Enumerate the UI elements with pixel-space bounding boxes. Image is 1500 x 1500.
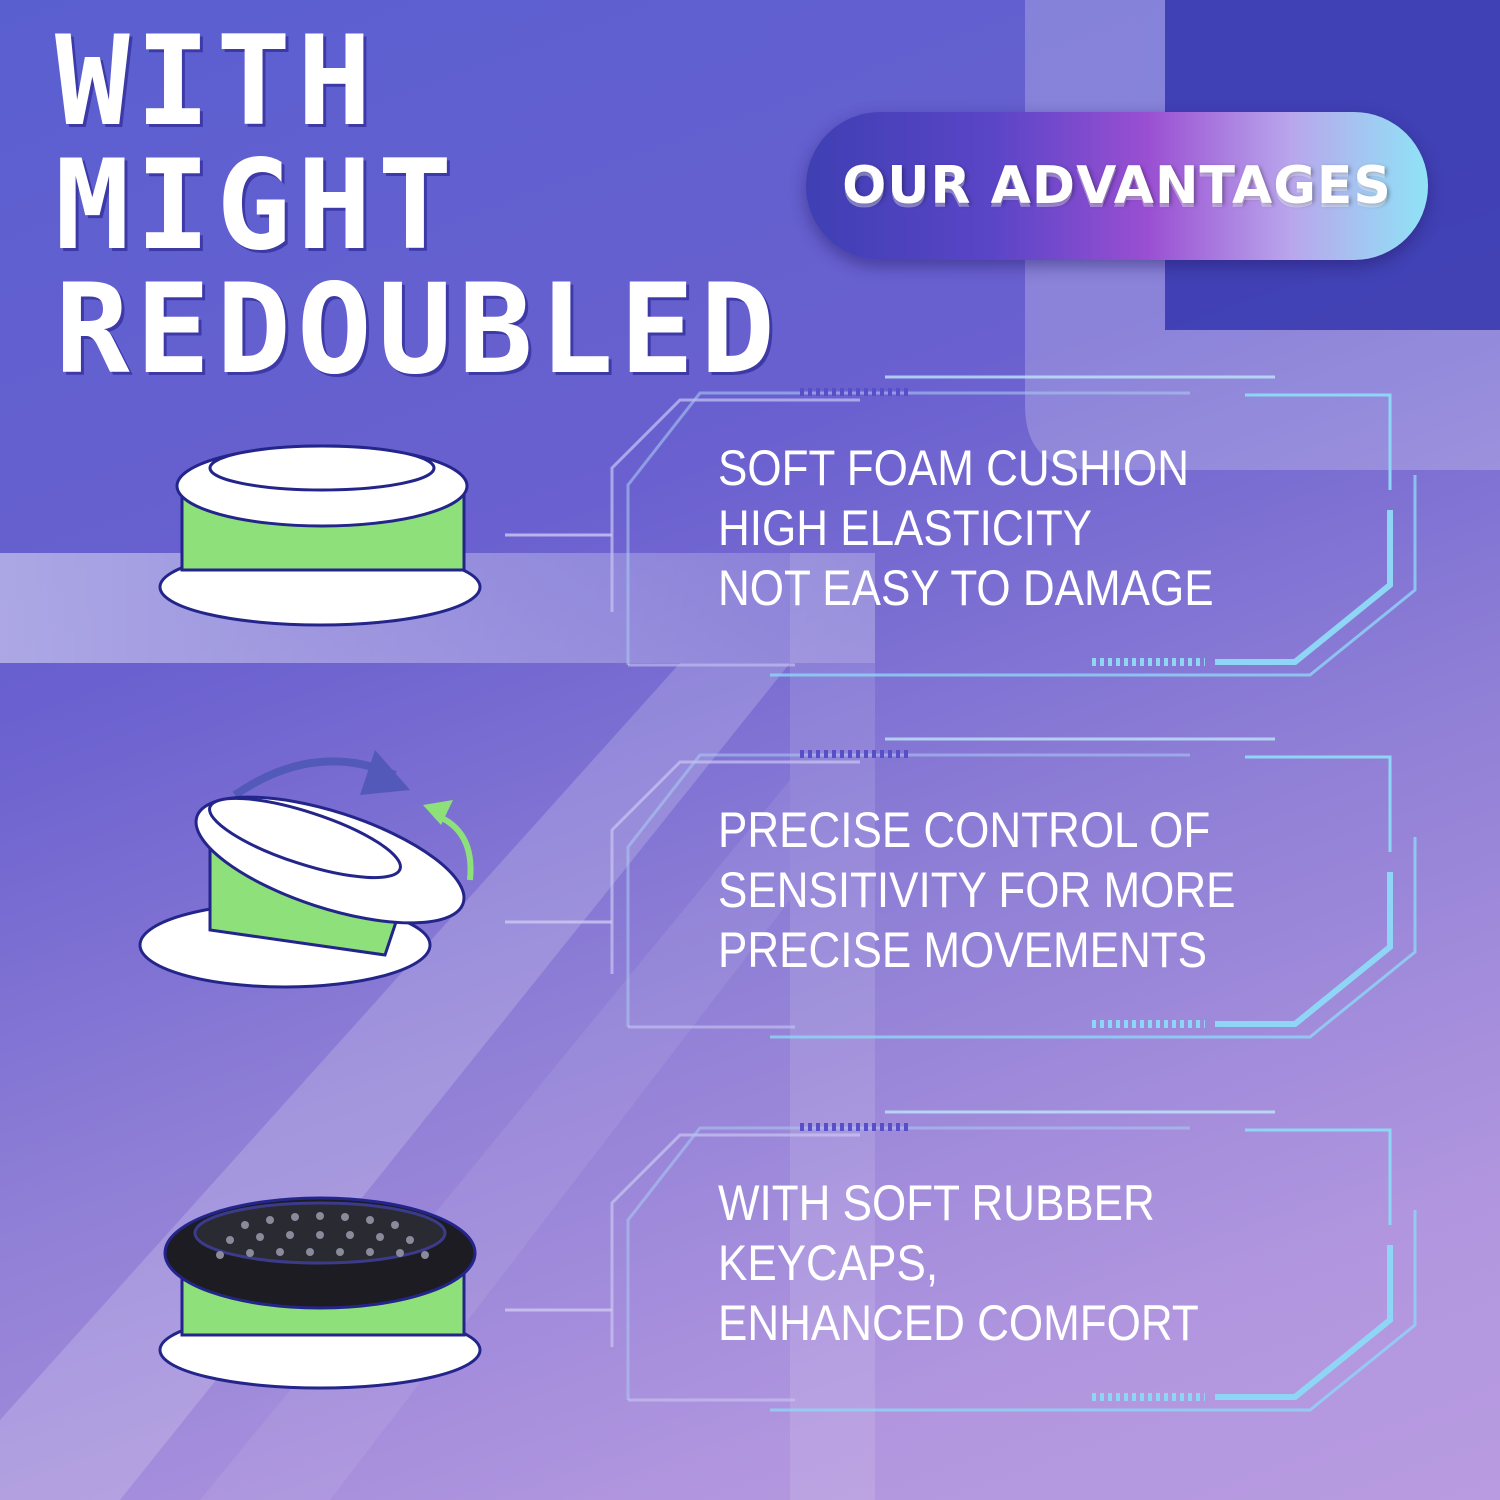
headline-line-3: REDOUBLED	[55, 258, 781, 402]
feature-1-line-1: SOFT FOAM CUSHION	[718, 440, 1189, 496]
feature-2-text: PRECISE CONTROL OF SENSITIVITY FOR MORE …	[718, 800, 1235, 980]
feature-2-line-3: PRECISE MOVEMENTS	[718, 922, 1207, 978]
feature-3-line-1: WITH SOFT RUBBER	[718, 1175, 1155, 1231]
feature-3-line-2: KEYCAPS,	[718, 1235, 939, 1291]
feature-frame-2	[505, 737, 1417, 1039]
feature-3-text: WITH SOFT RUBBER KEYCAPS, ENHANCED COMFO…	[718, 1173, 1199, 1353]
advantages-label: OUR ADVANTAGES	[842, 156, 1392, 216]
feature-1-text: SOFT FOAM CUSHION HIGH ELASTICITY NOT EA…	[718, 438, 1214, 618]
feature-frame-1	[505, 375, 1417, 677]
feature-1-line-2: HIGH ELASTICITY	[718, 500, 1093, 556]
advantages-badge: OUR ADVANTAGES	[806, 112, 1428, 260]
feature-2-line-1: PRECISE CONTROL OF	[718, 802, 1211, 858]
feature-2-line-2: SENSITIVITY FOR MORE	[718, 862, 1236, 918]
feature-frame-3	[505, 1110, 1417, 1412]
headline-line-2: MIGHT	[55, 134, 459, 278]
feature-1-line-3: NOT EASY TO DAMAGE	[718, 560, 1214, 616]
feature-3-line-3: ENHANCED COMFORT	[718, 1295, 1199, 1351]
headline-line-1: WITH	[55, 10, 378, 154]
thumbstick-rubber-cap-icon	[158, 1196, 482, 1390]
headline: WITH MIGHT REDOUBLED	[55, 20, 781, 392]
thumbstick-tilt-icon	[138, 750, 474, 989]
thumbstick-foam-cap-icon	[158, 444, 482, 627]
